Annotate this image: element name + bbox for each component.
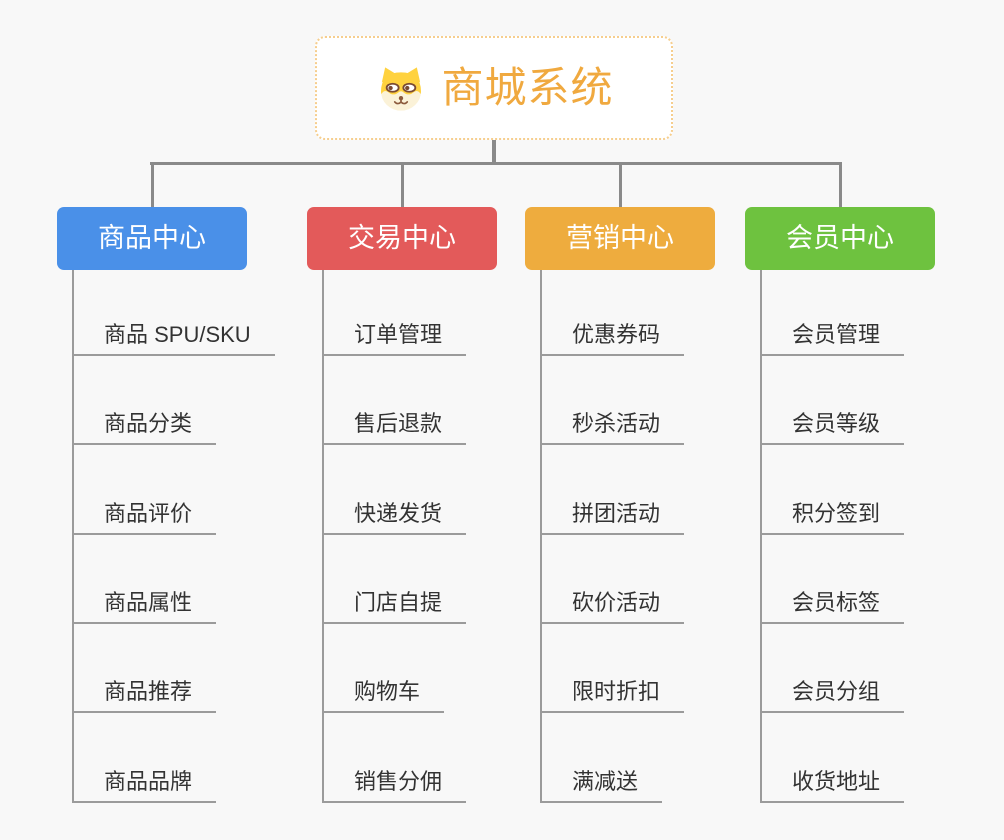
leaf-item[interactable]: 限时折扣: [540, 665, 685, 713]
connector-branch-drop: [400, 162, 404, 210]
leaf-item[interactable]: 会员标签: [760, 576, 905, 624]
leaf-item[interactable]: 购物车: [322, 665, 445, 713]
leaf-label: 优惠券码: [572, 321, 661, 347]
branch-label: 营销中心: [566, 223, 674, 253]
leaf-label: 商品品牌: [104, 768, 193, 794]
leaf-item[interactable]: 商品评价: [72, 487, 217, 535]
leaf-item[interactable]: 商品推荐: [72, 665, 217, 713]
branch-node[interactable]: 营销中心: [525, 207, 715, 270]
leaf-item[interactable]: 拼团活动: [540, 487, 685, 535]
leaf-item[interactable]: 砍价活动: [540, 576, 685, 624]
leaf-item[interactable]: 会员等级: [760, 397, 905, 445]
branch-rail-line: [760, 270, 762, 802]
leaf-item[interactable]: 优惠券码: [540, 308, 685, 356]
branch-node[interactable]: 商品中心: [57, 207, 247, 270]
branch-rail-line: [72, 270, 74, 802]
leaf-label: 拼团活动: [572, 500, 661, 526]
leaf-label: 销售分佣: [354, 768, 443, 794]
leaf-label: 商品属性: [104, 589, 193, 615]
leaf-item[interactable]: 满减送: [540, 755, 663, 803]
leaf-label: 门店自提: [354, 589, 443, 615]
branch-rail-line: [540, 270, 542, 802]
leaf-item[interactable]: 秒杀活动: [540, 397, 685, 445]
leaf-item[interactable]: 商品分类: [72, 397, 217, 445]
connector-branch-drop: [150, 162, 154, 210]
leaf-item[interactable]: 售后退款: [322, 397, 467, 445]
leaf-item[interactable]: 商品属性: [72, 576, 217, 624]
leaf-item[interactable]: 门店自提: [322, 576, 467, 624]
shiba-dog-icon: [374, 64, 428, 114]
branch-node[interactable]: 会员中心: [745, 207, 935, 270]
branch-node[interactable]: 交易中心: [307, 207, 497, 270]
root-title: 商城系统: [441, 64, 614, 111]
leaf-label: 商品评价: [104, 500, 193, 526]
branch-label: 会员中心: [786, 223, 894, 253]
leaf-label: 积分签到: [792, 500, 881, 526]
connector-top-rail: [150, 162, 840, 165]
root-node[interactable]: 商城系统: [315, 36, 673, 140]
leaf-label: 砍价活动: [572, 589, 661, 615]
leaf-item[interactable]: 商品 SPU/SKU: [72, 308, 275, 356]
leaf-item[interactable]: 会员管理: [760, 308, 905, 356]
leaf-item[interactable]: 订单管理: [322, 308, 467, 356]
leaf-label: 会员等级: [792, 410, 881, 436]
leaf-label: 限时折扣: [572, 678, 661, 704]
leaf-label: 会员标签: [792, 589, 881, 615]
connector-branch-drop: [838, 162, 842, 210]
leaf-label: 会员分组: [792, 678, 881, 704]
branch-label: 交易中心: [348, 223, 456, 253]
leaf-item[interactable]: 会员分组: [760, 665, 905, 713]
leaf-label: 商品 SPU/SKU: [104, 321, 251, 347]
leaf-item[interactable]: 销售分佣: [322, 755, 467, 803]
leaf-label: 订单管理: [354, 321, 443, 347]
leaf-label: 秒杀活动: [572, 410, 661, 436]
leaf-label: 商品分类: [104, 410, 193, 436]
leaf-item[interactable]: 快递发货: [322, 487, 467, 535]
leaf-item[interactable]: 积分签到: [760, 487, 905, 535]
leaf-label: 满减送: [572, 768, 639, 794]
branch-rail-line: [322, 270, 324, 802]
leaf-label: 购物车: [354, 678, 421, 704]
branch-label: 商品中心: [98, 223, 206, 253]
leaf-label: 会员管理: [792, 321, 881, 347]
connector-root-stem: [492, 140, 496, 165]
leaf-item[interactable]: 收货地址: [760, 755, 905, 803]
leaf-label: 商品推荐: [104, 678, 193, 704]
leaf-item[interactable]: 商品品牌: [72, 755, 217, 803]
connector-branch-drop: [618, 162, 622, 210]
leaf-label: 快递发货: [354, 500, 443, 526]
leaf-label: 售后退款: [354, 410, 443, 436]
leaf-label: 收货地址: [792, 768, 881, 794]
